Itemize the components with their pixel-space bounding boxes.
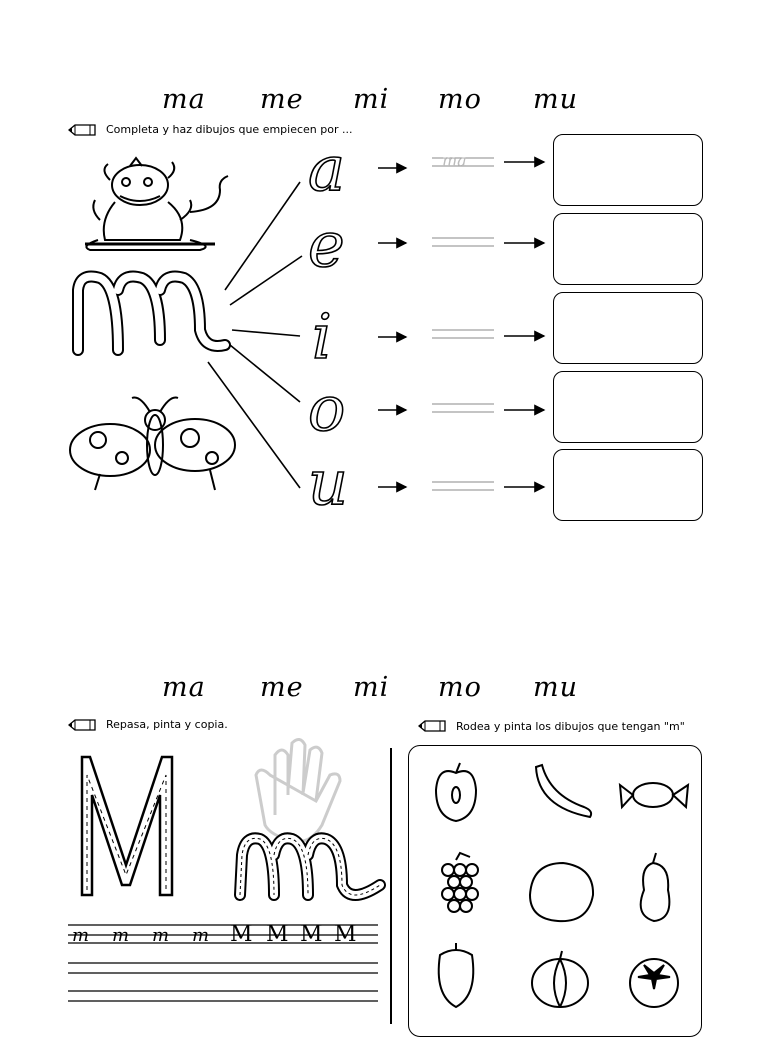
- drawing-box-i[interactable]: [553, 292, 703, 364]
- tracing-area: m m m m M M M M: [68, 738, 386, 1002]
- syllable-mu: mu: [533, 84, 578, 115]
- letter-diagram: a e i o u ma: [69, 140, 546, 520]
- practice-upper-m: M: [334, 922, 357, 947]
- vowel-i: i: [312, 300, 332, 373]
- syllable-mu: mu: [533, 672, 578, 703]
- syllable-me: me: [260, 84, 304, 115]
- syllable-mo: mo: [438, 672, 482, 703]
- drawing-box-o[interactable]: [553, 371, 703, 443]
- pencil-icon: [68, 719, 96, 731]
- monkey-drawing: [85, 156, 229, 251]
- syllable-ma: ma: [162, 672, 206, 703]
- butterfly-drawing: [69, 396, 236, 491]
- practice-m: m: [192, 925, 209, 946]
- trace-upper-m: [80, 755, 174, 897]
- practice-upper-m: M: [230, 922, 253, 947]
- right-instruction: Rodea y pinta los dibujos que tengan "m": [456, 720, 685, 733]
- picture-grid: [434, 762, 690, 1009]
- pumpkin-icon: [531, 950, 589, 1008]
- syllable-ma: ma: [162, 84, 206, 115]
- practice-upper-m: M: [266, 922, 289, 947]
- hand-icon: [254, 738, 342, 844]
- example-answer: ma: [442, 151, 467, 170]
- practice-upper-m: M: [300, 922, 323, 947]
- practice-m: m: [72, 925, 89, 946]
- practice-m: m: [112, 925, 129, 946]
- pepper-icon: [437, 949, 475, 1009]
- tomato-icon: [629, 958, 679, 1008]
- vowel-e: e: [308, 208, 345, 281]
- grapes-icon: [441, 851, 479, 913]
- drawing-box-e[interactable]: [553, 213, 703, 285]
- practice-m: m: [152, 925, 169, 946]
- lemon-icon: [528, 861, 595, 923]
- banana-icon: [534, 763, 593, 819]
- drawing-box-a[interactable]: [553, 134, 703, 206]
- vowel-a: a: [308, 140, 345, 205]
- pencil-icon: [68, 124, 96, 136]
- vowel-u: u: [308, 446, 348, 519]
- instruction-text: Completa y haz dibujos que empiecen por …: [106, 123, 353, 136]
- syllable-me: me: [260, 672, 304, 703]
- syllable-mo: mo: [438, 84, 482, 115]
- drawing-box-u[interactable]: [553, 449, 703, 521]
- left-instruction: Repasa, pinta y copia.: [106, 718, 228, 731]
- apple-icon: [434, 762, 478, 823]
- pencil-icon: [418, 720, 446, 732]
- syllable-mi: mi: [353, 672, 390, 703]
- syllable-mi: mi: [353, 84, 390, 115]
- vowel-o: o: [308, 372, 345, 445]
- divider: [390, 748, 392, 1024]
- pear-icon: [639, 861, 671, 923]
- candy-icon: [618, 782, 690, 810]
